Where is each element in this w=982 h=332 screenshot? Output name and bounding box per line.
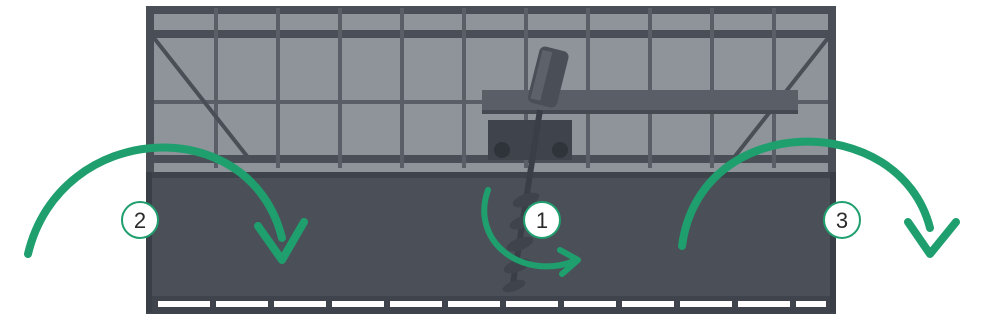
trough-left-edge (146, 172, 152, 312)
hopper-top-rail (146, 6, 836, 14)
hopper-right-post (828, 6, 836, 174)
trough-right-edge (830, 172, 836, 312)
label-1: 1 (524, 202, 560, 238)
carriage-beam-shadow (482, 110, 798, 114)
trough-top-edge (150, 172, 832, 178)
label-1-text: 1 (536, 208, 548, 233)
carriage-wheel-right (552, 142, 568, 158)
carriage-wheel-left (494, 142, 510, 158)
label-3: 3 (824, 202, 860, 238)
label-2: 2 (122, 202, 158, 238)
label-2-text: 2 (134, 208, 146, 233)
trough (146, 172, 836, 314)
hopper-upper-beam (146, 30, 836, 38)
trough-bottom-slots (158, 301, 826, 307)
label-3-text: 3 (836, 208, 848, 233)
